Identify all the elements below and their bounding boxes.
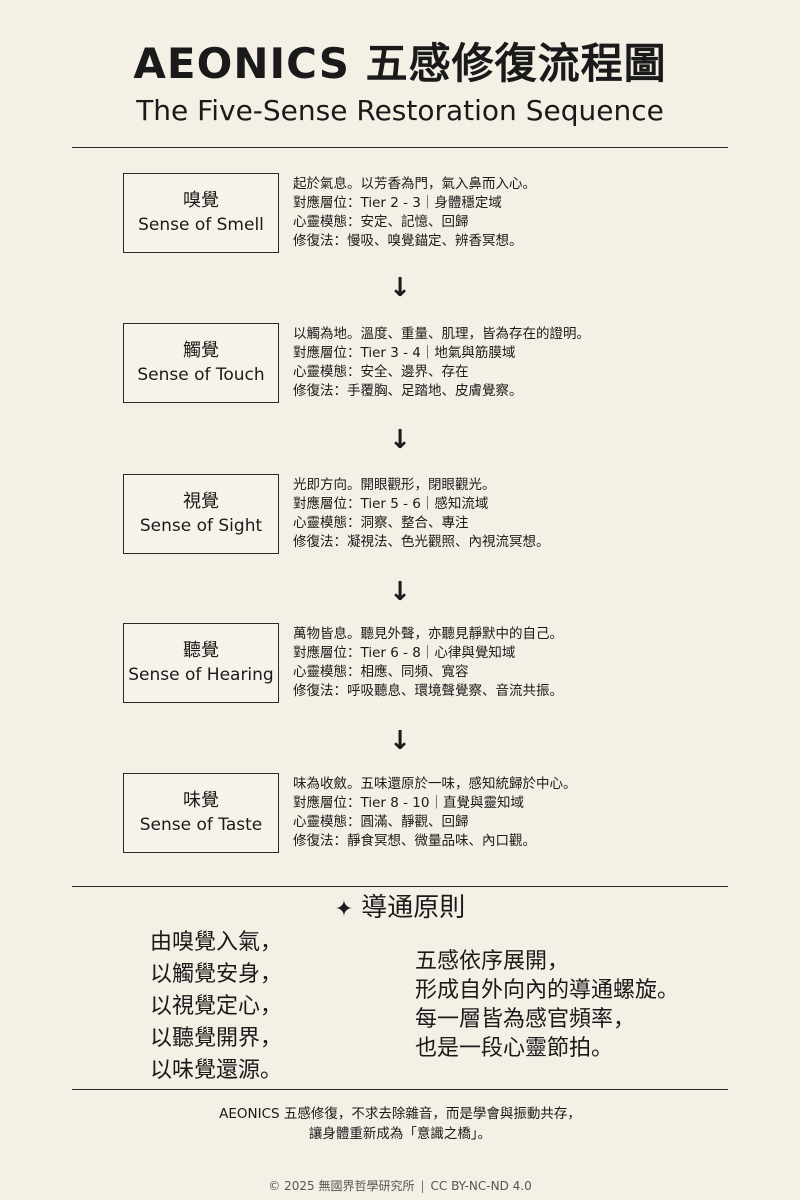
verse-line: 五感依序展開， [415, 949, 570, 974]
sense-description: 萬物皆息。聽見外聲，亦聽見靜默中的自己。 對應層位：Tier 6 - 8｜心律與… [293, 625, 653, 701]
verse-line: 以視覺定心， [150, 994, 283, 1019]
verse-line: 也是一段心靈節拍。 [415, 1036, 614, 1061]
verse-line: 以味覺還源。 [150, 1058, 283, 1083]
sense-box-smell: 嗅覺 Sense of Smell [123, 173, 279, 253]
divider-top [72, 147, 728, 148]
down-arrow-icon: ↓ [389, 425, 411, 455]
desc-line-mode: 心靈模態：相應、同頻、寬容 [293, 664, 469, 680]
down-arrow-icon: ↓ [389, 273, 411, 303]
sense-name-zh: 嗅覺 [183, 190, 219, 211]
desc-line-tier: 對應層位：Tier 6 - 8｜心律與覺知域 [293, 645, 516, 661]
down-arrow-icon: ↓ [389, 726, 411, 756]
sense-name-en: Sense of Smell [138, 215, 264, 235]
desc-line-mode: 心靈模態：洞察、整合、專注 [293, 515, 469, 531]
separator: | [420, 1179, 425, 1193]
desc-line-mode: 心靈模態：安定、記憶、回歸 [293, 214, 469, 230]
divider-bottom [72, 1089, 728, 1090]
desc-line-method: 修復法：慢吸、嗅覺錨定、辨香冥想。 [293, 233, 523, 249]
desc-line-intro: 起於氣息。以芳香為門，氣入鼻而入心。 [293, 176, 536, 192]
sense-description: 光即方向。開眼觀形，閉眼觀光。 對應層位：Tier 5 - 6｜感知流域 心靈模… [293, 476, 653, 552]
desc-line-tier: 對應層位：Tier 5 - 6｜感知流域 [293, 496, 489, 512]
sense-name-en: Sense of Touch [137, 365, 265, 385]
verse-line: 由嗅覺入氣， [150, 930, 283, 955]
copyright-line: © 2025 無國界哲學研究所 | CC BY-NC-ND 4.0 [0, 1178, 800, 1194]
sense-name-en: Sense of Hearing [128, 665, 274, 685]
verse-line: 以觸覺安身， [150, 962, 283, 987]
sense-box-taste: 味覺 Sense of Taste [123, 773, 279, 853]
divider-middle [72, 886, 728, 887]
desc-line-intro: 以觸為地。溫度、重量、肌理，皆為存在的證明。 [293, 326, 590, 342]
page-subtitle: The Five-Sense Restoration Sequence [136, 94, 664, 127]
star-icon: ✦ [334, 897, 354, 922]
desc-line-intro: 光即方向。開眼觀形，閉眼觀光。 [293, 477, 496, 493]
copyright-text: © 2025 無國界哲學研究所 [268, 1179, 415, 1193]
verse-line: 每一層皆為感官頻率， [415, 1007, 636, 1032]
sense-description: 以觸為地。溫度、重量、肌理，皆為存在的證明。 對應層位：Tier 3 - 4｜地… [293, 325, 653, 401]
desc-line-method: 修復法：靜食冥想、微量品味、內口觀。 [293, 833, 536, 849]
sense-box-sight: 視覺 Sense of Sight [123, 474, 279, 554]
sense-description: 起於氣息。以芳香為門，氣入鼻而入心。 對應層位：Tier 2 - 3｜身體穩定域… [293, 175, 653, 251]
desc-line-tier: 對應層位：Tier 3 - 4｜地氣與筋膜域 [293, 345, 516, 361]
step-taste: 味覺 Sense of Taste 味為收斂。五味還原於一味，感知統歸於中心。 … [123, 773, 643, 857]
footer-note: AEONICS 五感修復，不求去除雜音，而是學會與振動共存， 讓身體重新成為「意… [0, 1104, 800, 1144]
step-touch: 觸覺 Sense of Touch 以觸為地。溫度、重量、肌理，皆為存在的證明。… [123, 323, 643, 407]
verse-line: 以聽覺開界， [150, 1026, 283, 1051]
sense-name-en: Sense of Taste [139, 815, 263, 835]
step-smell: 嗅覺 Sense of Smell 起於氣息。以芳香為門，氣入鼻而入心。 對應層… [123, 173, 643, 257]
desc-line-mode: 心靈模態：圓滿、靜觀、回歸 [293, 814, 469, 830]
footer-note-line: AEONICS 五感修復，不求去除雜音，而是學會與振動共存， [219, 1106, 581, 1122]
desc-line-intro: 味為收斂。五味還原於一味，感知統歸於中心。 [293, 776, 577, 792]
principle-title: 導通原則 [361, 893, 466, 923]
license-text: CC BY-NC-ND 4.0 [430, 1179, 532, 1193]
principle-right-verse: 五感依序展開， 形成自外向內的導通螺旋。 每一層皆為感官頻率， 也是一段心靈節拍… [415, 947, 679, 1063]
desc-line-method: 修復法：呼吸聽息、環境聲覺察、音流共振。 [293, 683, 563, 699]
footer-note-line: 讓身體重新成為「意識之橋」。 [308, 1126, 492, 1142]
down-arrow-icon: ↓ [389, 577, 411, 607]
step-hearing: 聽覺 Sense of Hearing 萬物皆息。聽見外聲，亦聽見靜默中的自己。… [123, 623, 643, 707]
desc-line-intro: 萬物皆息。聽見外聲，亦聽見靜默中的自己。 [293, 626, 563, 642]
desc-line-method: 修復法：手覆胸、足踏地、皮膚覺察。 [293, 383, 523, 399]
principle-heading: ✦ 導通原則 [0, 891, 800, 927]
desc-line-method: 修復法：凝視法、色光觀照、內視流冥想。 [293, 534, 550, 550]
desc-line-tier: 對應層位：Tier 2 - 3｜身體穩定域 [293, 195, 502, 211]
step-sight: 視覺 Sense of Sight 光即方向。開眼觀形，閉眼觀光。 對應層位：T… [123, 474, 643, 558]
sense-box-touch: 觸覺 Sense of Touch [123, 323, 279, 403]
sense-description: 味為收斂。五味還原於一味，感知統歸於中心。 對應層位：Tier 8 - 10｜直… [293, 775, 653, 851]
desc-line-mode: 心靈模態：安全、邊界、存在 [293, 364, 469, 380]
sense-name-zh: 觸覺 [183, 340, 219, 361]
sense-name-zh: 視覺 [183, 491, 219, 512]
page-title: AEONICS 五感修復流程圖 [133, 39, 667, 88]
verse-line: 形成自外向內的導通螺旋。 [415, 978, 680, 1003]
principle-left-verse: 由嗅覺入氣， 以觸覺安身， 以視覺定心， 以聽覺開界， 以味覺還源。 [150, 927, 282, 1087]
sense-box-hearing: 聽覺 Sense of Hearing [123, 623, 279, 703]
sense-name-zh: 聽覺 [183, 640, 219, 661]
sense-name-en: Sense of Sight [139, 516, 263, 536]
sense-name-zh: 味覺 [183, 790, 219, 811]
desc-line-tier: 對應層位：Tier 8 - 10｜直覺與靈知域 [293, 795, 524, 811]
